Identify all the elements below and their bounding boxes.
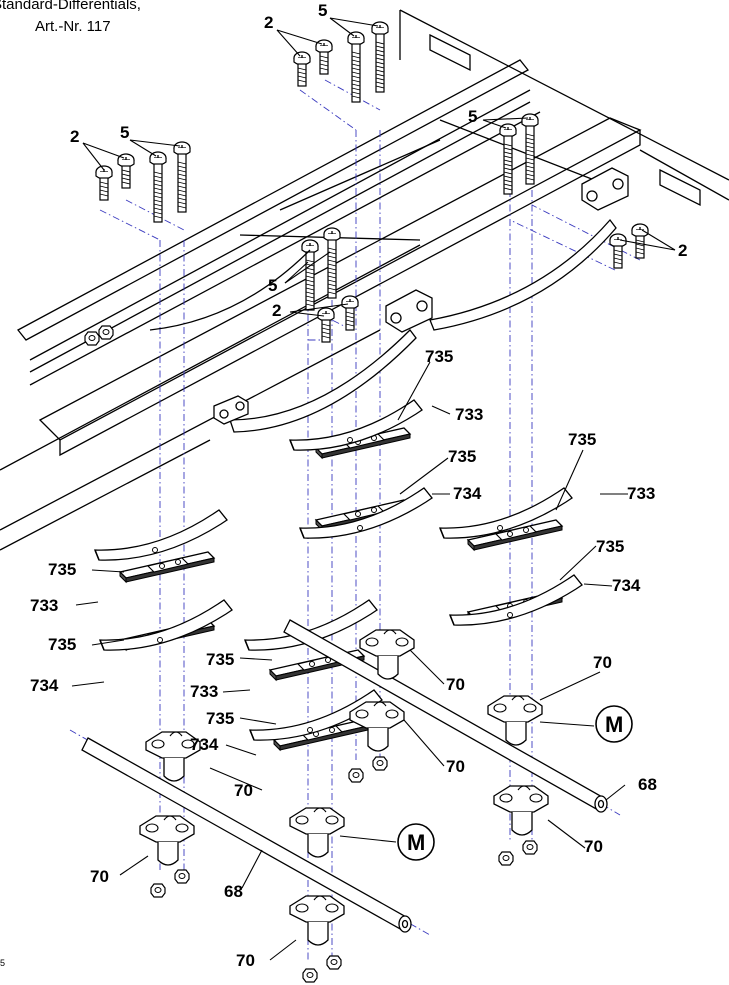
callout-70: 70 xyxy=(446,757,465,776)
header-title-line1: Standard-Differentials, xyxy=(0,0,141,13)
callout-70: 70 xyxy=(236,951,255,970)
motor-marker-left: M xyxy=(397,823,435,861)
motor-marker-right: M xyxy=(595,705,633,743)
callout-labels: 2 5 2 5 5 2 5 2 735 733 735 734 735 733 … xyxy=(30,1,687,970)
callout-5: 5 xyxy=(468,107,477,126)
callout-5: 5 xyxy=(120,123,129,142)
callout-2: 2 xyxy=(70,127,79,146)
callout-70: 70 xyxy=(593,653,612,672)
mounted-springs xyxy=(149,167,629,433)
callout-2: 2 xyxy=(678,241,687,260)
callout-735: 735 xyxy=(206,650,234,669)
callout-733: 733 xyxy=(627,484,655,503)
callout-5: 5 xyxy=(268,276,277,295)
spring-pack-left xyxy=(94,509,233,651)
callout-68: 68 xyxy=(638,775,657,794)
callout-70: 70 xyxy=(234,781,253,800)
callout-734: 734 xyxy=(190,735,219,754)
motor-marker-label: M xyxy=(407,830,425,855)
callout-70: 70 xyxy=(584,837,603,856)
callout-735: 735 xyxy=(48,560,76,579)
callout-733: 733 xyxy=(190,682,218,701)
callout-733: 733 xyxy=(30,596,58,615)
callout-735: 735 xyxy=(206,709,234,728)
header-title-line2: Art.-Nr. 117 xyxy=(35,18,111,35)
axle-left xyxy=(81,737,412,933)
motor-marker-label: M xyxy=(605,712,623,737)
callout-70: 70 xyxy=(446,675,465,694)
callout-735: 735 xyxy=(568,430,596,449)
callout-734: 734 xyxy=(612,576,641,595)
callout-735: 735 xyxy=(596,537,624,556)
callout-734: 734 xyxy=(30,676,59,695)
axle-right xyxy=(283,619,608,813)
callout-735: 735 xyxy=(425,347,453,366)
callout-2: 2 xyxy=(264,13,273,32)
callout-735: 735 xyxy=(448,447,476,466)
spring-pack-right xyxy=(439,487,583,626)
page-number: 5 xyxy=(0,958,6,968)
callout-735: 735 xyxy=(48,635,76,654)
callout-733: 733 xyxy=(455,405,483,424)
chassis-frame xyxy=(0,9,729,551)
callout-734: 734 xyxy=(453,484,482,503)
callout-70: 70 xyxy=(90,867,109,886)
nuts xyxy=(84,325,538,983)
callout-leaders xyxy=(71,17,676,961)
callout-5: 5 xyxy=(318,1,327,20)
callout-2: 2 xyxy=(272,301,281,320)
screw-group-top xyxy=(293,21,389,103)
screw-group-left xyxy=(95,141,191,223)
callout-68: 68 xyxy=(224,882,243,901)
